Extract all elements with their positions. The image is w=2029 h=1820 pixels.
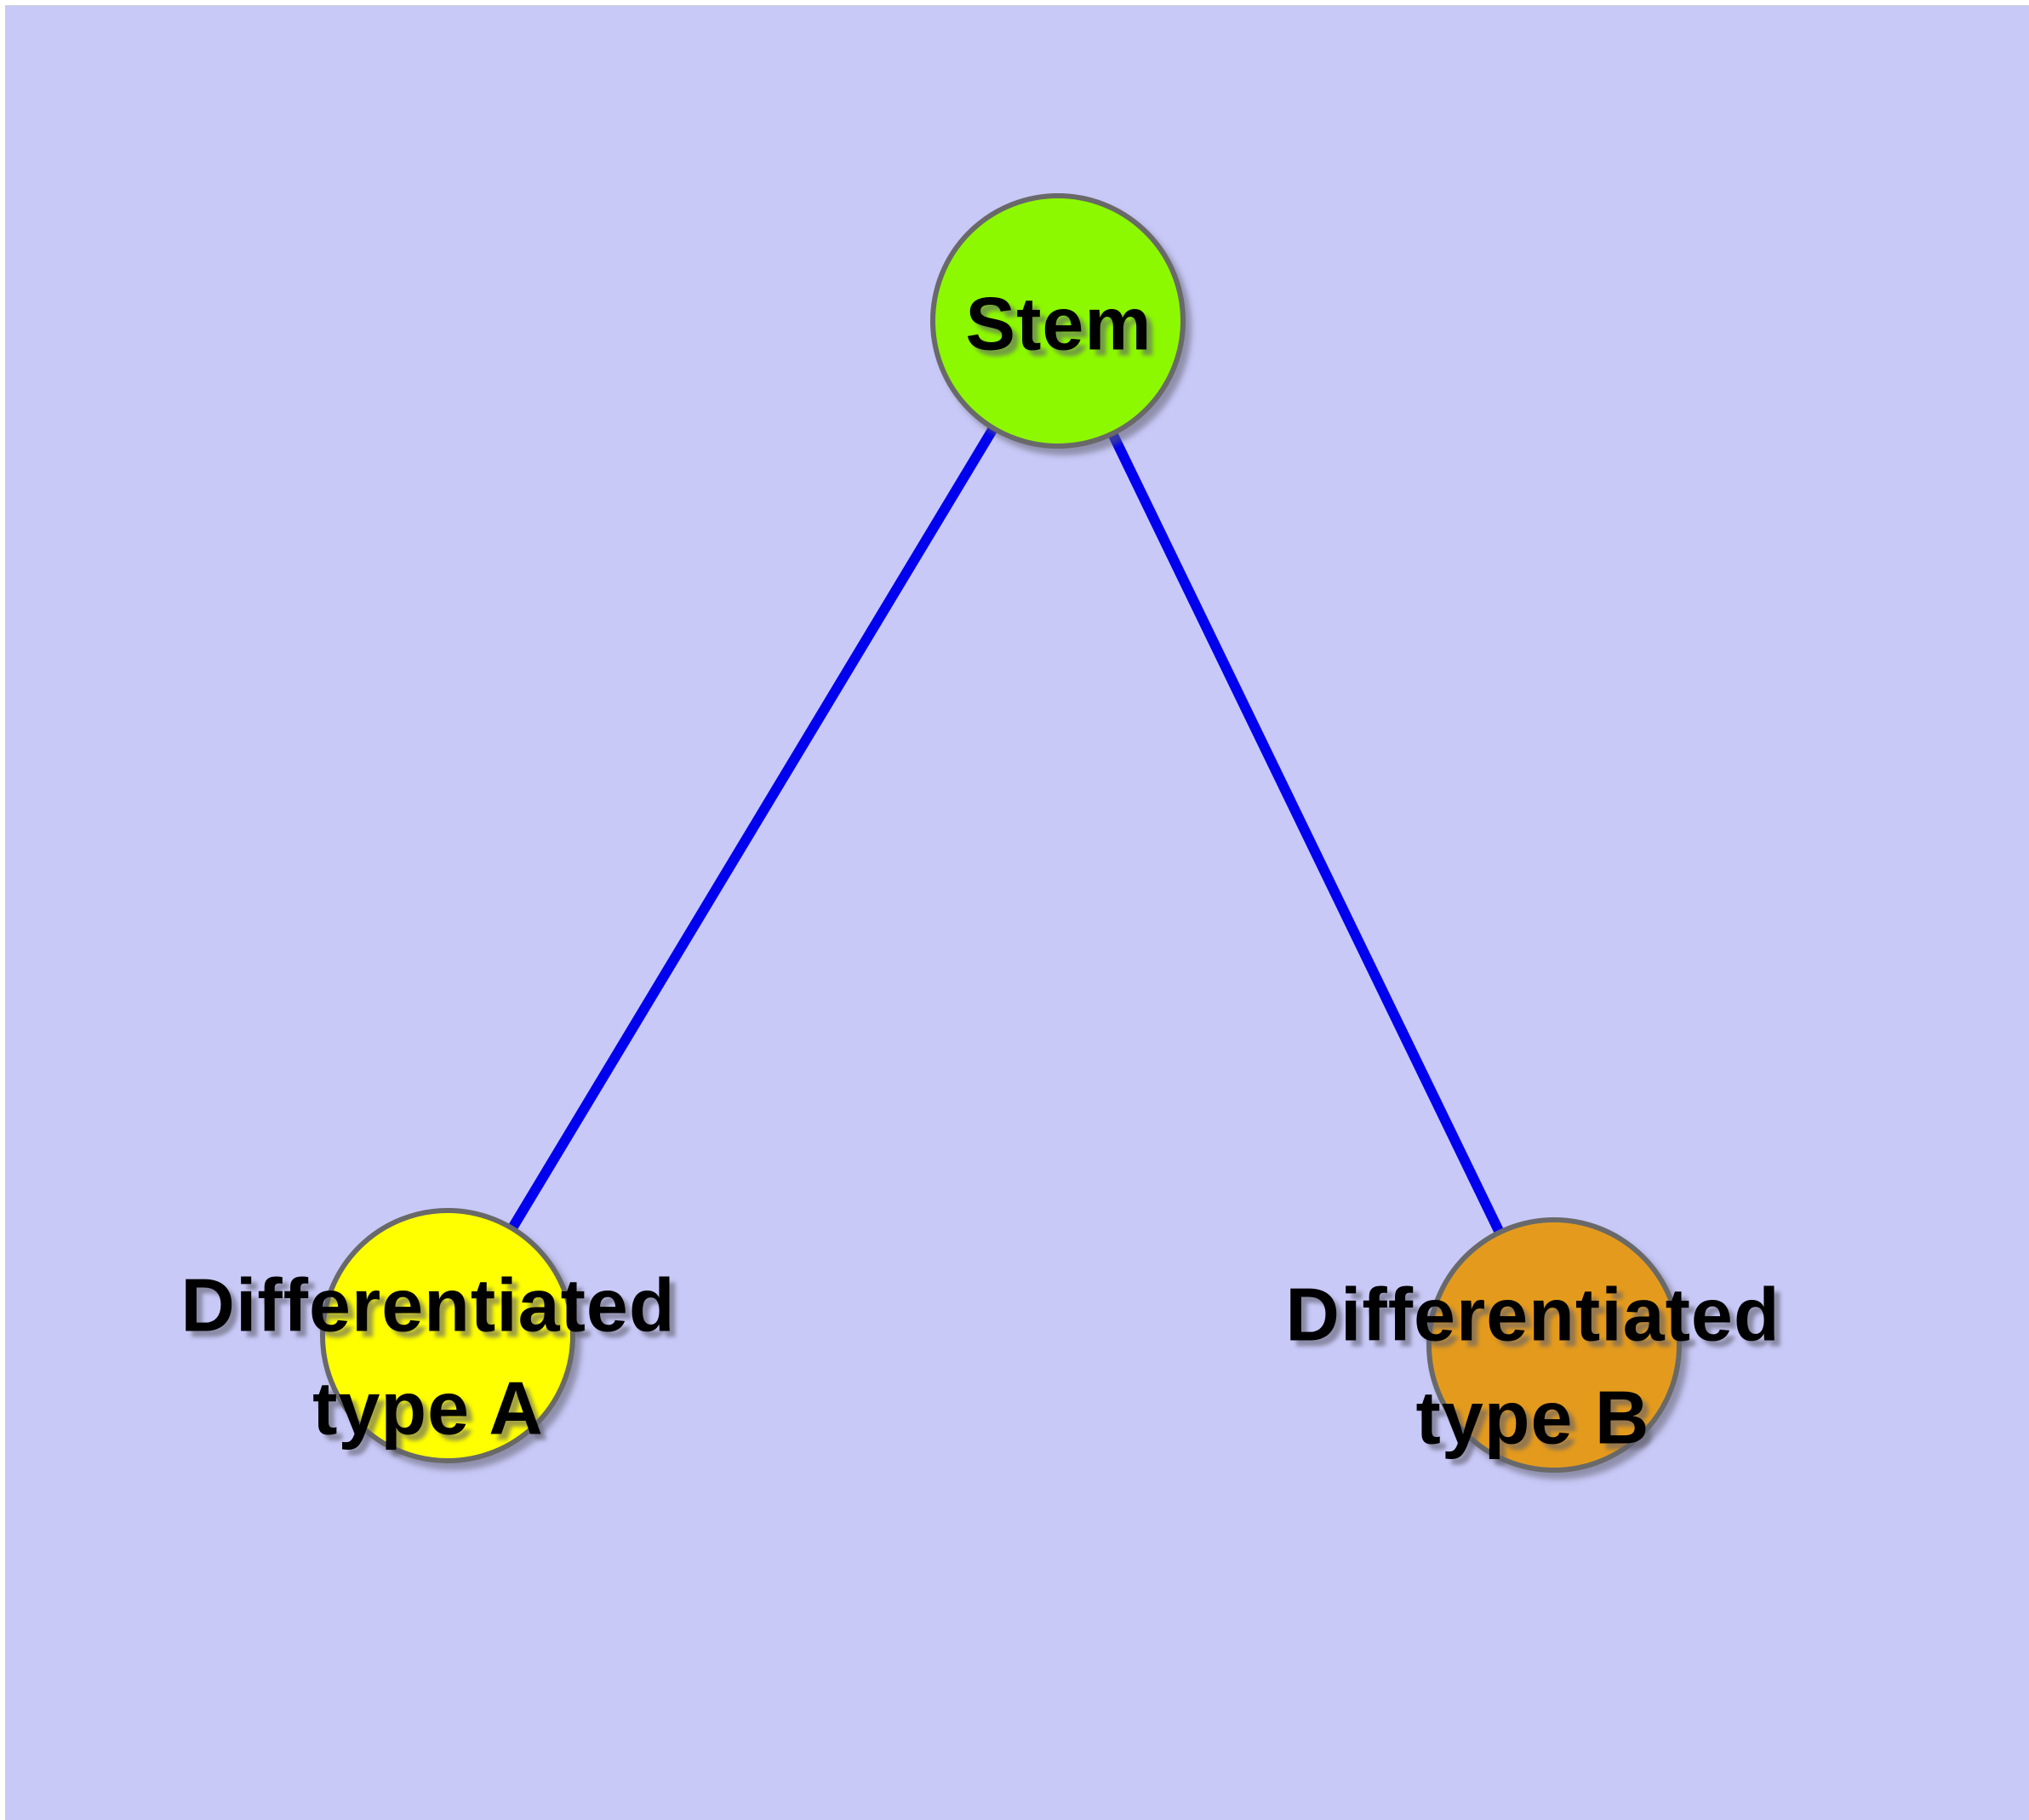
edge-layer	[443, 316, 1559, 1350]
node-label-line: Differentiated	[180, 1262, 676, 1348]
node-stem	[930, 193, 1186, 449]
node-differentiated-type-b	[1426, 1217, 1682, 1473]
node-label-differentiated-type-a: Differentiated type A	[180, 1254, 675, 1461]
node-label-line: type B	[1415, 1376, 1650, 1460]
edge-stem-to-type-b	[1053, 316, 1559, 1350]
node-label-line: type A	[312, 1366, 544, 1451]
node-label-stem: Stem	[965, 272, 1152, 375]
node-label-differentiated-type-b: Differentiated type B	[1285, 1263, 1780, 1470]
node-differentiated-type-a	[320, 1208, 575, 1463]
node-label-line: Stem	[965, 281, 1152, 366]
edge-stem-to-type-a	[443, 316, 1063, 1341]
node-label-line: Differentiated	[1285, 1272, 1780, 1357]
